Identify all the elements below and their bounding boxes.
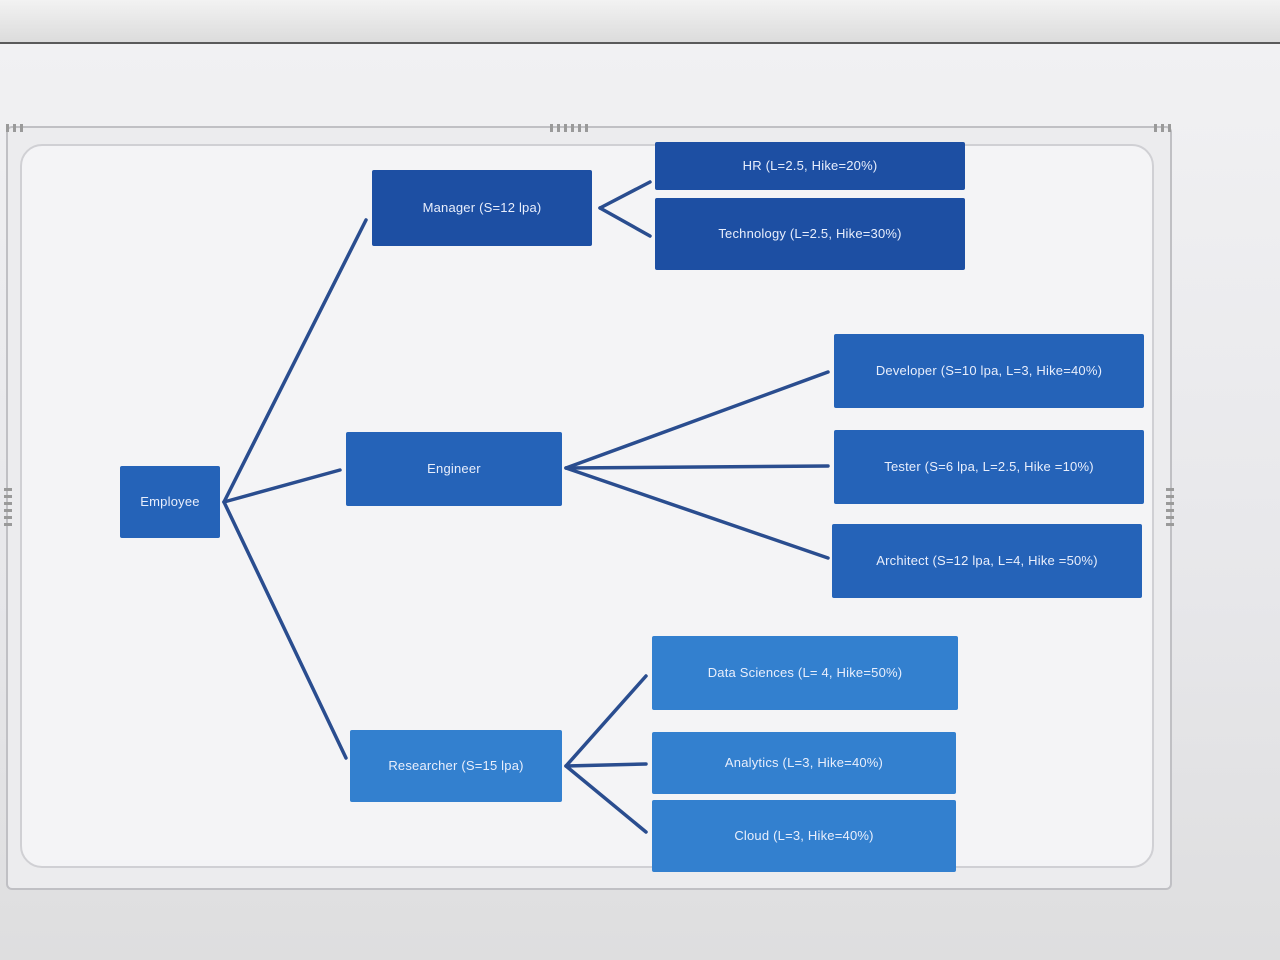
node-researcher-label: Researcher (S=15 lpa) [388,757,524,773]
connector-employee-manager [222,218,368,504]
node-hr-label: HR (L=2.5, Hike=20%) [742,157,878,173]
node-employee[interactable]: Employee [120,466,220,538]
connector-engineer-developer [564,370,830,470]
frame-resize-handle-left[interactable] [4,488,12,526]
node-technology[interactable]: Technology (L=2.5, Hike=30%) [655,198,965,270]
node-architect[interactable]: Architect (S=12 lpa, L=4, Hike =50%) [832,524,1142,598]
frame-resize-handle-right[interactable] [1166,488,1174,526]
frame-resize-handle-corner-tl[interactable] [6,124,24,132]
node-manager-label: Manager (S=12 lpa) [422,199,542,215]
connector-employee-researcher [222,500,348,760]
node-researcher[interactable]: Researcher (S=15 lpa) [350,730,562,802]
node-analytics[interactable]: Analytics (L=3, Hike=40%) [652,732,956,794]
node-engineer[interactable]: Engineer [346,432,562,506]
frame-resize-handle-corner-tr[interactable] [1154,124,1172,132]
node-data-sciences-label: Data Sciences (L= 4, Hike=50%) [707,664,903,680]
node-analytics-label: Analytics (L=3, Hike=40%) [724,754,884,770]
connector-engineer-architect [564,466,830,560]
node-tester-label: Tester (S=6 lpa, L=2.5, Hike =10%) [884,458,1094,474]
connector-manager-hr [598,180,652,210]
connector-engineer-tester [564,464,830,470]
node-technology-label: Technology (L=2.5, Hike=30%) [718,225,902,241]
node-manager[interactable]: Manager (S=12 lpa) [372,170,592,246]
connector-researcher-datasciences [564,674,648,768]
node-developer[interactable]: Developer (S=10 lpa, L=3, Hike=40%) [834,334,1144,408]
node-hr[interactable]: HR (L=2.5, Hike=20%) [655,142,965,190]
node-engineer-label: Engineer [427,460,481,476]
node-developer-label: Developer (S=10 lpa, L=3, Hike=40%) [875,362,1103,378]
connector-researcher-cloud [564,764,648,834]
node-employee-label: Employee [140,493,200,509]
node-data-sciences[interactable]: Data Sciences (L= 4, Hike=50%) [652,636,958,710]
monitor-bezel [0,0,1280,44]
connector-researcher-analytics [564,762,648,768]
frame-resize-handle-top[interactable] [550,124,588,132]
connector-manager-technology [598,206,652,238]
node-cloud-label: Cloud (L=3, Hike=40%) [734,827,874,843]
node-architect-label: Architect (S=12 lpa, L=4, Hike =50%) [876,552,1098,568]
node-cloud[interactable]: Cloud (L=3, Hike=40%) [652,800,956,872]
connector-employee-engineer [222,468,342,504]
node-tester[interactable]: Tester (S=6 lpa, L=2.5, Hike =10%) [834,430,1144,504]
